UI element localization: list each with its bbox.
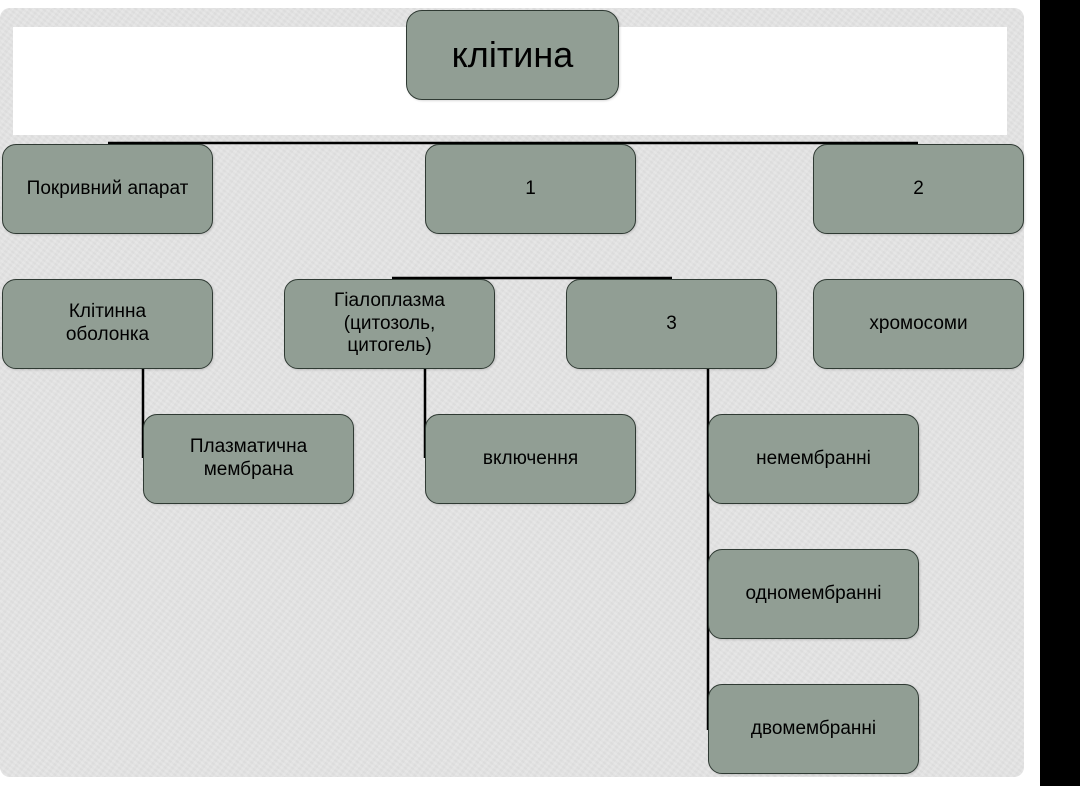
- node-hyaloplasm: Гіалоплазма (цитозоль, цитогель): [284, 279, 495, 369]
- node-single-membrane: одномембранні: [708, 549, 919, 639]
- right-edge: [1040, 0, 1080, 786]
- node-double-membrane: двомембранні: [708, 684, 919, 774]
- node-1: 1: [425, 144, 636, 234]
- node-root: клітина: [406, 10, 619, 100]
- node-plasma-membrane: Плазматична мембрана: [143, 414, 354, 504]
- slide-background: [0, 8, 1024, 777]
- node-non-membrane: немембранні: [708, 414, 919, 504]
- node-inclusions: включення: [425, 414, 636, 504]
- node-3: 3: [566, 279, 777, 369]
- node-2: 2: [813, 144, 1024, 234]
- node-covering-apparatus: Покривний апарат: [2, 144, 213, 234]
- node-chromosomes: хромосоми: [813, 279, 1024, 369]
- node-cell-wall: Клітинна оболонка: [2, 279, 213, 369]
